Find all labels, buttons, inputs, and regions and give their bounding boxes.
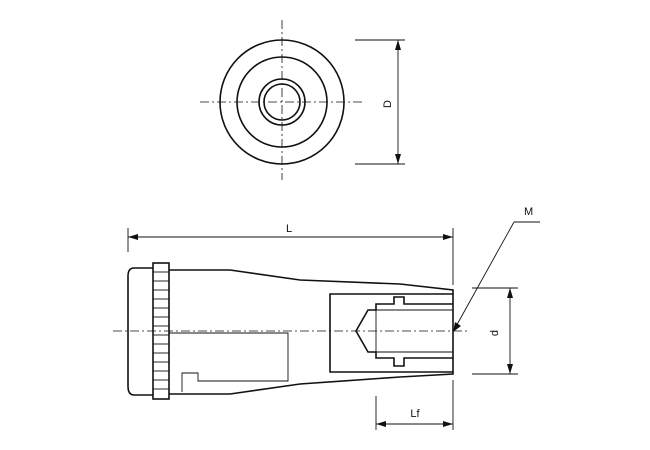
diameter-label: D (382, 100, 394, 108)
bore-diameter-label: d (489, 330, 501, 336)
thread-length-label: Lf (410, 408, 420, 420)
thread-outline (355, 296, 453, 367)
inner-section-left (169, 332, 289, 392)
bore-diameter-dimension: d (472, 287, 518, 375)
thread-leader: M (453, 206, 540, 332)
length-label: L (286, 223, 292, 235)
tapered-body (169, 269, 454, 395)
knurl-lines (153, 271, 169, 390)
length-dimension: L (127, 223, 454, 285)
thread-label: M (524, 206, 533, 218)
thread-length-dimension: Lf (375, 380, 454, 430)
bore-outline (329, 293, 453, 373)
end-cap (127, 267, 153, 396)
end-view (200, 20, 362, 180)
diameter-dimension: D (355, 39, 405, 165)
side-view (113, 262, 470, 400)
